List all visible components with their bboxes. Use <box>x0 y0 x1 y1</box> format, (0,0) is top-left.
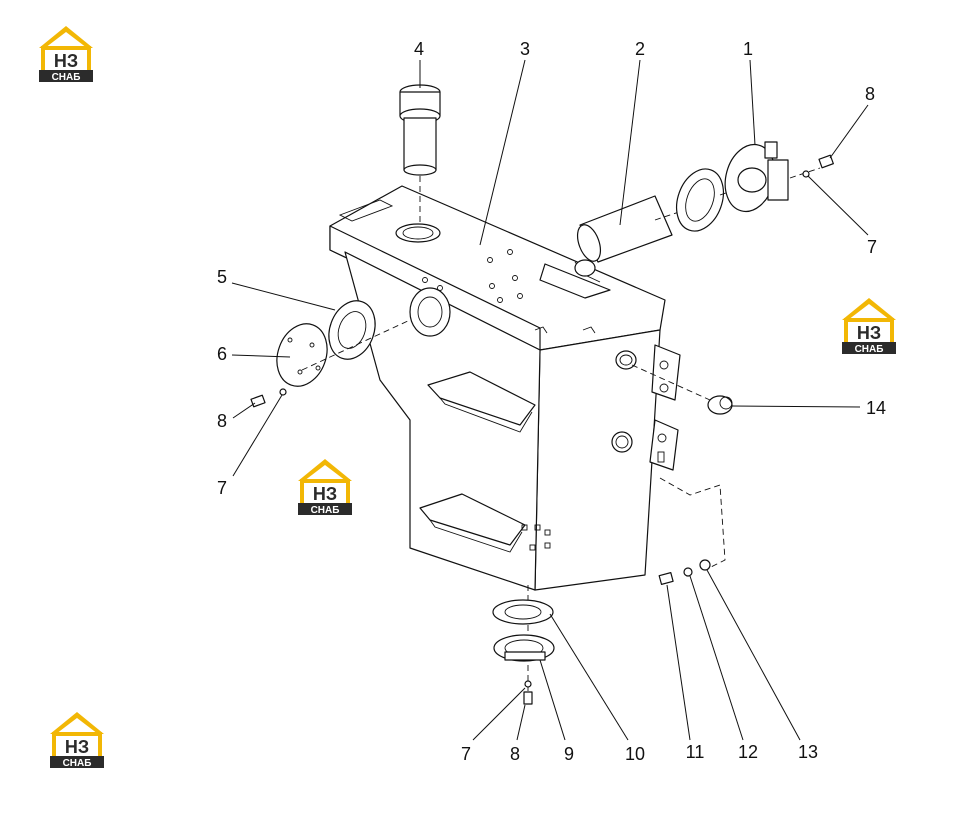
bottom-flange-part <box>493 634 555 662</box>
bolt-top-right <box>802 154 834 178</box>
bolt-bottom <box>523 680 533 705</box>
bolt-11-part <box>658 571 674 585</box>
callout-11: 11 <box>686 742 705 762</box>
filler-neck-part <box>399 84 441 222</box>
logo-letters: НЗ <box>54 51 78 71</box>
house-logo-icon: НЗ СНАБ <box>50 712 104 769</box>
logo-word: СНАБ <box>311 505 340 516</box>
house-logo-icon: НЗ СНАБ <box>39 26 93 83</box>
left-gasket-part <box>328 300 376 360</box>
gasket-right-part <box>676 168 741 232</box>
logo-letters: НЗ <box>65 737 89 757</box>
plug-part <box>707 395 733 415</box>
callout-7-top-right: 7 <box>867 237 877 257</box>
callout-13: 13 <box>798 742 818 762</box>
callout-3: 3 <box>520 39 530 59</box>
callout-5: 5 <box>217 267 227 287</box>
washer-12-part <box>683 567 693 577</box>
callout-1: 1 <box>743 39 753 59</box>
house-logo-icon: НЗ СНАБ <box>842 298 896 355</box>
brand-logo-watermark: НЗ СНАБ <box>838 294 900 356</box>
callout-7-bottom: 7 <box>461 744 471 764</box>
callout-2: 2 <box>635 39 645 59</box>
tank-body <box>329 185 681 591</box>
callout-6: 6 <box>217 344 227 364</box>
callout-8-left: 8 <box>217 411 227 431</box>
brand-logo-watermark: НЗ СНАБ <box>46 708 108 770</box>
logo-letters: НЗ <box>857 323 881 343</box>
logo-word: СНАБ <box>855 344 884 355</box>
brand-logo-watermark: НЗ СНАБ <box>294 455 356 517</box>
left-cover-part <box>276 323 328 387</box>
callout-14: 14 <box>866 398 886 418</box>
leader-lines <box>231 59 869 741</box>
house-logo-icon: НЗ СНАБ <box>298 459 352 516</box>
callout-labels: 1 2 3 4 8 7 5 6 8 7 14 7 8 9 10 11 12 13 <box>217 39 886 764</box>
callout-8-top-right: 8 <box>865 84 875 104</box>
logo-letters: НЗ <box>313 484 337 504</box>
callout-8-bottom: 8 <box>510 744 520 764</box>
nut-13-part <box>699 559 711 571</box>
bottom-gasket-part <box>492 599 554 625</box>
callout-9: 9 <box>564 744 574 764</box>
logo-word: СНАБ <box>52 72 81 83</box>
filter-cylinder-part <box>574 195 701 277</box>
callout-7-left: 7 <box>217 478 227 498</box>
brand-logo-watermark: НЗ СНАБ <box>35 22 97 84</box>
callout-4: 4 <box>414 39 424 59</box>
logo-word: СНАБ <box>63 758 92 769</box>
pump-flange-part <box>724 141 821 213</box>
callout-12: 12 <box>738 742 758 762</box>
callout-10: 10 <box>625 744 645 764</box>
